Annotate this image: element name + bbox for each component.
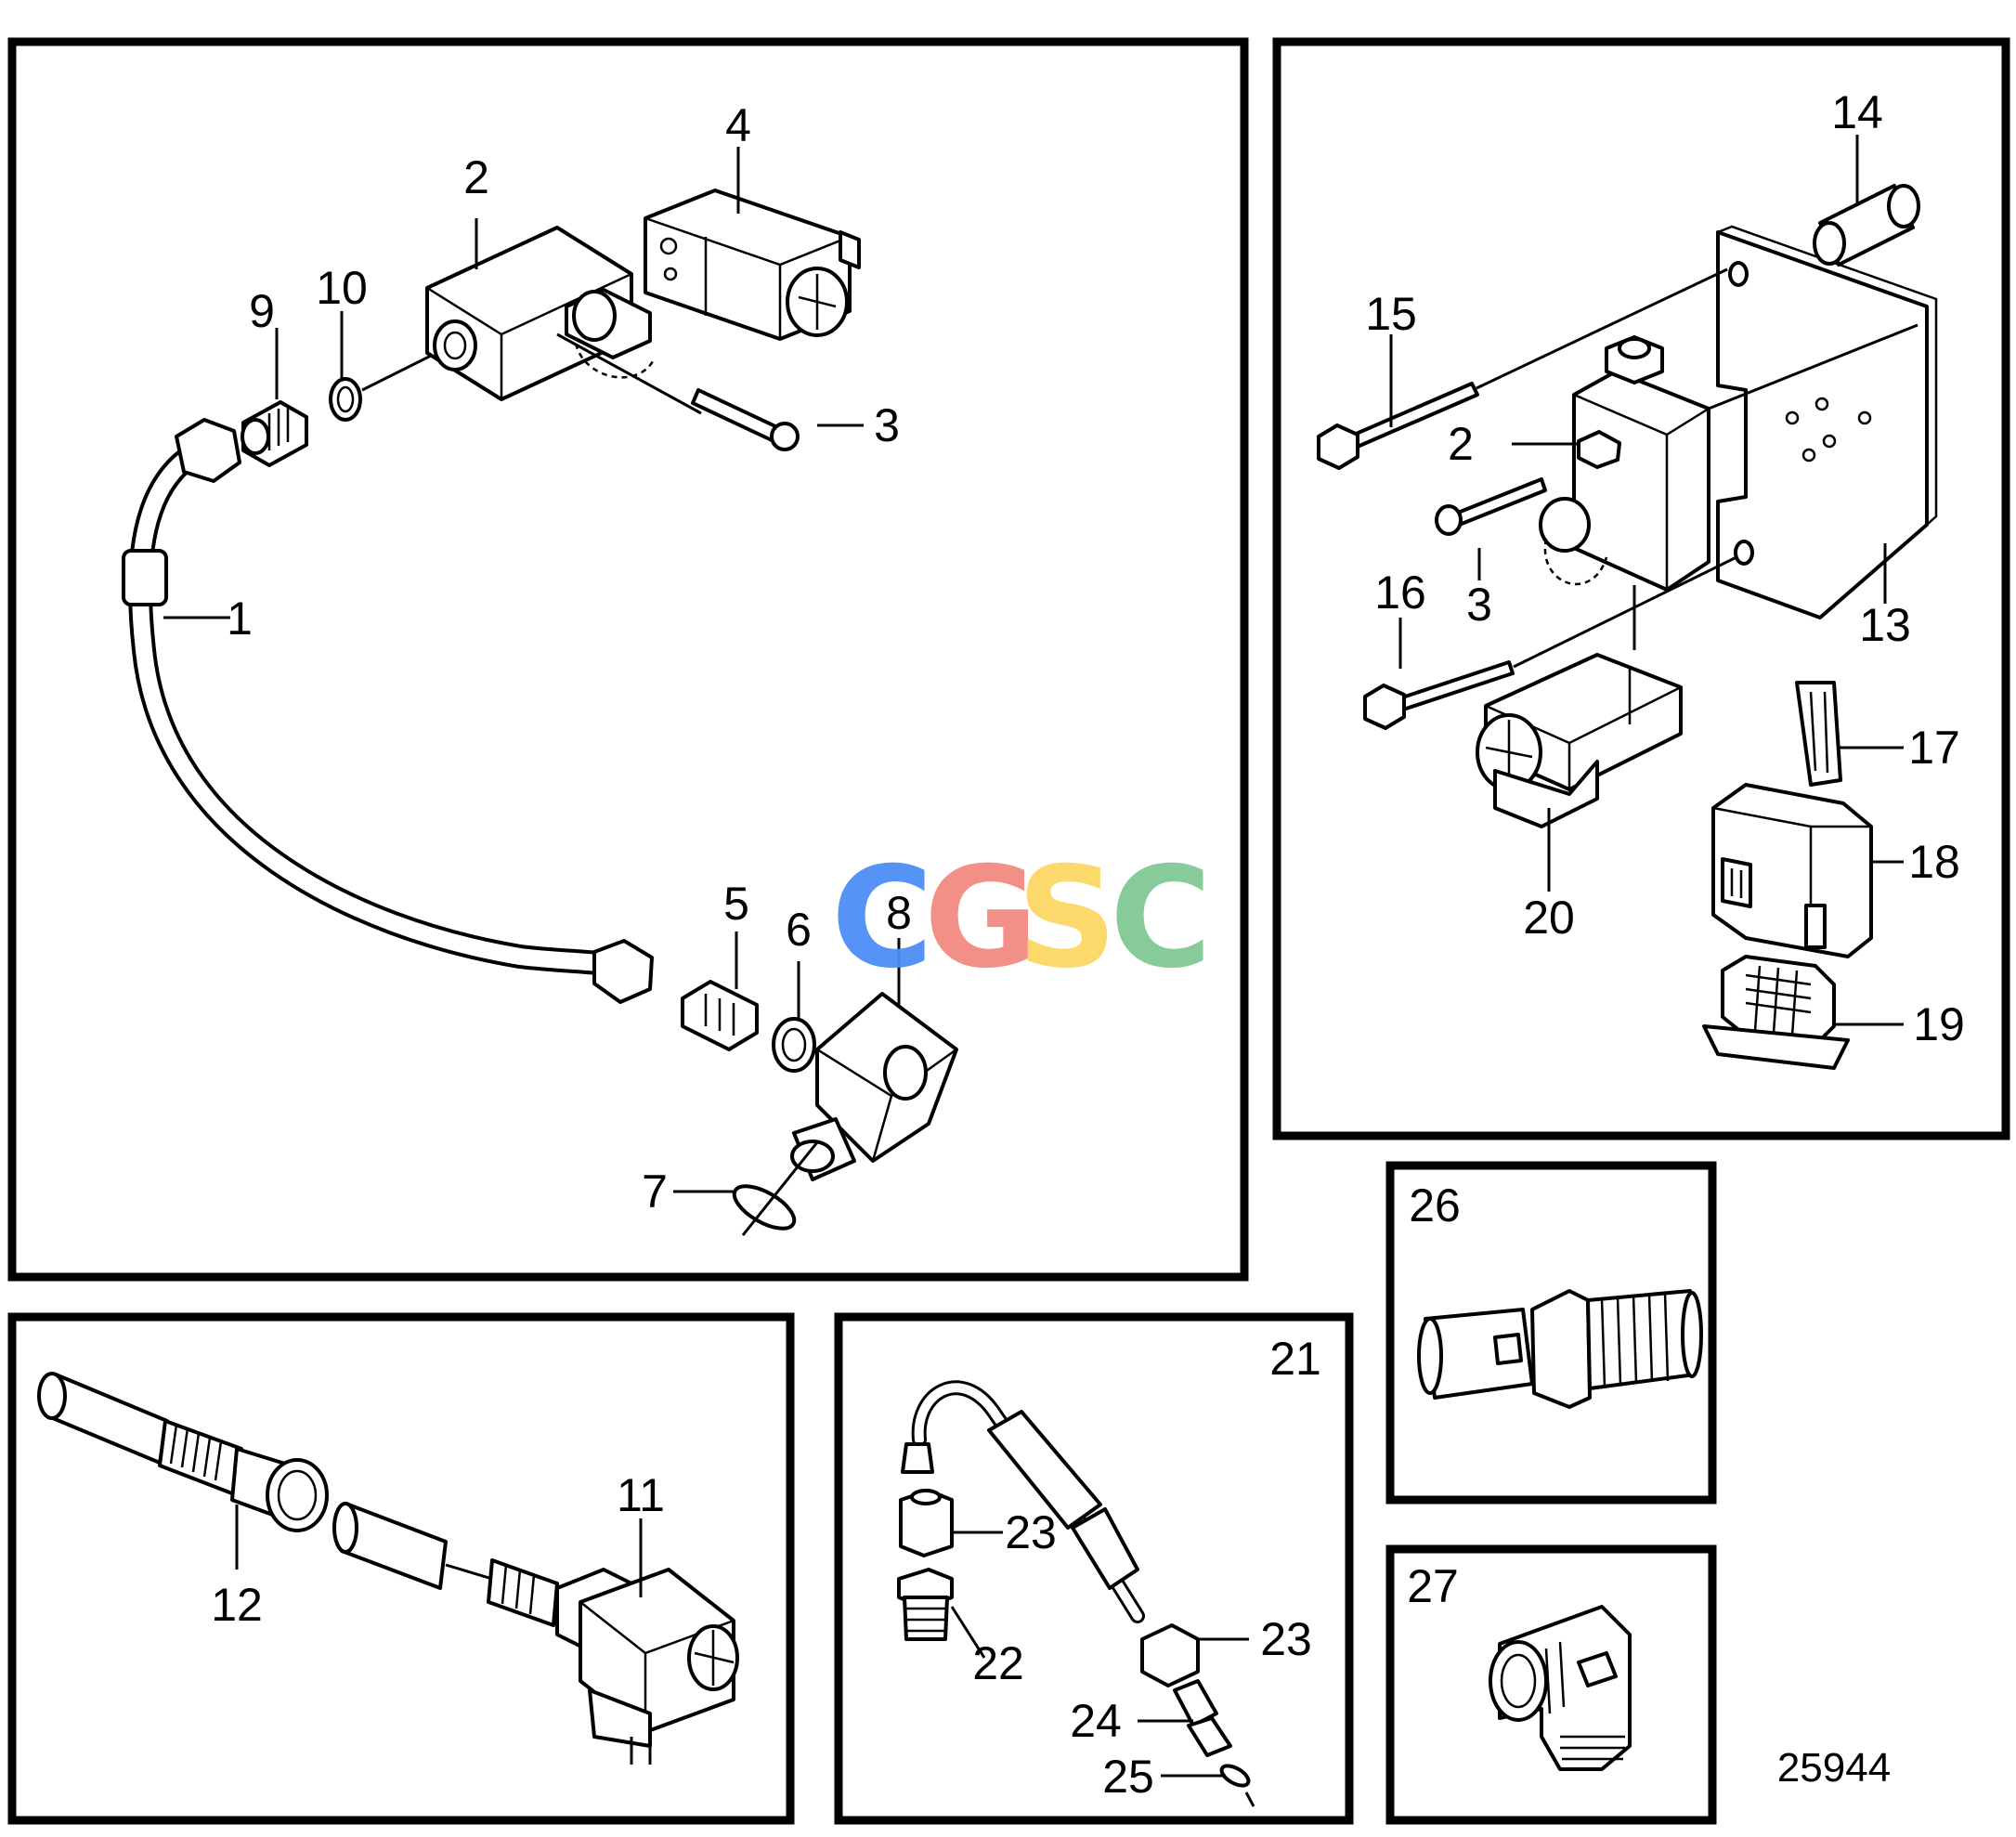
callout-10: 10 [316, 262, 368, 314]
watermark-letter-2: G [924, 838, 1038, 999]
panel-pressure-sensor-frame [1385, 1161, 1717, 1505]
callout-3-bracket: 3 [1466, 579, 1492, 631]
leader-lines-main [163, 147, 901, 1193]
solenoid-part-4 [644, 189, 861, 341]
bolt-part-15 [1317, 267, 1728, 470]
washer-part-25 [1219, 1764, 1255, 1807]
callout-27: 27 [1407, 1560, 1459, 1612]
sensor-sleeve-part-12 [37, 1372, 329, 1532]
terminal-block-part-19 [1702, 955, 1850, 1070]
callout-11: 11 [617, 1469, 665, 1521]
callout-20: 20 [1523, 892, 1575, 944]
watermark-letter-3: S [1017, 838, 1117, 999]
pressure-sensor-part-26 [1417, 1289, 1703, 1409]
callout-26: 26 [1409, 1179, 1461, 1231]
callout-4: 4 [725, 99, 751, 151]
callout-17: 17 [1908, 722, 1960, 774]
leader-lines-sensor [235, 1505, 643, 1597]
callout-8: 8 [886, 887, 912, 939]
figure-number: 25944 [1777, 1745, 1891, 1791]
watermark-letter-1: C [831, 838, 933, 999]
callout-16: 16 [1374, 567, 1426, 619]
washer-part-10 [329, 377, 362, 422]
callout-23-left: 23 [1005, 1506, 1057, 1558]
callout-21: 21 [1269, 1333, 1321, 1385]
panel-sensor: 12 11 [7, 1312, 795, 1825]
valve-block-part-2-bracket [1539, 335, 1710, 592]
callout-1: 1 [227, 593, 253, 645]
hose-part-1 [122, 418, 654, 1004]
spacer-part-14 [1813, 184, 1920, 267]
nut-part-23-right [1140, 1623, 1200, 1687]
callout-25: 25 [1102, 1751, 1154, 1803]
callout-23-right: 23 [1260, 1613, 1312, 1665]
panel-elbow: 27 [1385, 1544, 1717, 1825]
bolt-part-16 [1363, 555, 1737, 730]
banjo-part-8 [790, 992, 958, 1181]
clip-part-17 [1795, 681, 1842, 787]
washer-part-6 [772, 1017, 816, 1073]
callout-13: 13 [1859, 599, 1911, 651]
callout-12: 12 [211, 1579, 263, 1631]
callout-7: 7 [642, 1166, 668, 1218]
connector-housing-part-18 [1711, 783, 1873, 958]
leader-lines-line-kit [950, 1531, 1249, 1778]
callout-22: 22 [972, 1637, 1024, 1689]
fitting-part-22 [897, 1568, 954, 1641]
bolt-part-3 [556, 332, 800, 451]
panel-main-frame [7, 37, 1249, 1282]
solenoid-part-20 [1476, 585, 1683, 828]
valve-block-part-2 [425, 226, 657, 401]
callout-15: 15 [1365, 288, 1417, 340]
callout-18: 18 [1908, 836, 1960, 888]
bolt-part-3-bracket [1435, 477, 1547, 536]
panel-line-kit-frame [834, 1312, 1354, 1825]
leader-lines-bracket [1389, 135, 1904, 1026]
elbow-fitting-part-27 [1489, 1605, 1632, 1771]
panel-sensor-frame [7, 1312, 795, 1825]
panel-bracket: 14 15 2 16 3 13 17 18 20 19 [1272, 37, 2010, 1140]
callout-24: 24 [1070, 1695, 1122, 1747]
panel-pressure-sensor: 26 [1385, 1161, 1717, 1505]
callout-9: 9 [249, 285, 275, 337]
panel-line-kit: 21 23 22 23 24 25 [834, 1312, 1354, 1825]
callout-2-bracket: 2 [1448, 418, 1474, 470]
callout-19: 19 [1913, 998, 1965, 1050]
panel-elbow-frame [1385, 1544, 1717, 1825]
fitting-part-5 [681, 980, 759, 1051]
temperature-sensor-part-11 [332, 1502, 739, 1765]
callout-6: 6 [786, 904, 812, 956]
washer-part-7 [732, 1141, 819, 1236]
panel-bracket-frame [1272, 37, 2010, 1140]
callout-5: 5 [723, 878, 749, 930]
fitting-part-9 [241, 400, 308, 467]
watermark-logo: C G S C [831, 838, 1212, 999]
bracket-plate-part-13 [1716, 225, 1938, 619]
watermark-letter-4: C [1110, 838, 1212, 999]
panel-main: 2 4 9 10 3 1 5 6 8 7 [7, 37, 1249, 1282]
callout-3: 3 [874, 399, 900, 451]
line-kit-tube-part-21 [901, 1380, 1145, 1623]
callout-14: 14 [1831, 86, 1883, 138]
fitting-part-24 [1173, 1679, 1232, 1757]
callout-2: 2 [463, 151, 489, 203]
nut-part-23-left [899, 1489, 954, 1557]
